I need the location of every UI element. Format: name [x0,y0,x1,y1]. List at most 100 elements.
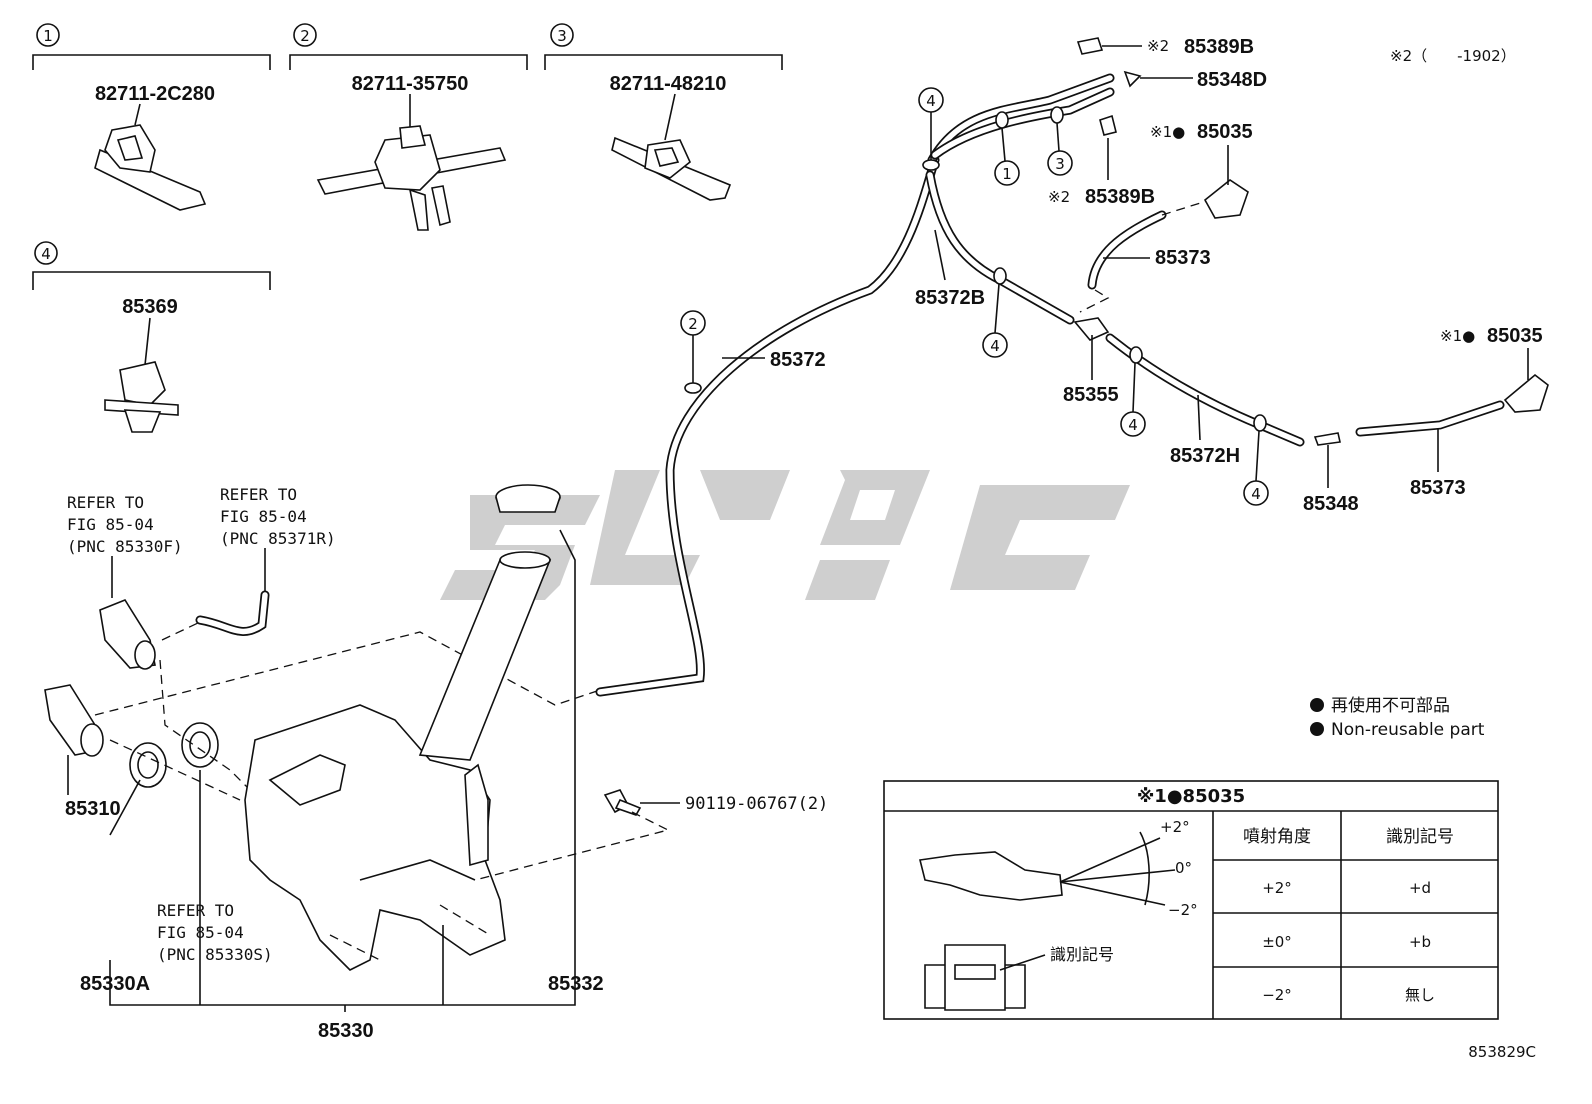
refer-note-85330S: REFER TO FIG 85-04 (PNC 85330S) [157,901,273,964]
part-number-85310: 85310 [65,798,121,820]
part-number-85330: 85330 [318,1020,374,1042]
table-cell-mark: +d [1409,879,1431,897]
refer-note-85371R: REFER TO FIG 85-04 (PNC 85371R) [220,485,336,592]
col-header-angle: 噴射角度 [1243,827,1311,847]
marker-x2-note: ※2（ -1902） [1390,47,1516,65]
cap-85389B-top-icon [1076,37,1104,55]
hose-85373-top-icon [1087,210,1167,290]
nozzle-85035-right-icon [1503,373,1549,413]
part-number-82711-48210: 82711-48210 [610,73,727,95]
part-number-85372B: 85372B [915,287,985,309]
part-number-85373-top: 85373 [1155,247,1211,269]
svg-text:2: 2 [688,315,698,333]
clip-group-3: 3 82711-48210 [544,23,783,201]
svg-text:(PNC 85371R): (PNC 85371R) [220,529,336,548]
hose-85372H-icon [1105,333,1305,447]
refer-note-85330F: REFER TO FIG 85-04 (PNC 85330F) [67,493,183,598]
callout-number: 1 [43,27,53,45]
bullet-icon [1310,722,1324,736]
part-number-82711-2C280: 82711-2C280 [95,83,215,105]
table-cell-mark: 無し [1405,986,1435,1004]
marker-x1-dot-right: ※1● [1440,327,1475,345]
part-number-85348D: 85348D [1197,69,1267,91]
svg-text:4: 4 [1251,485,1261,503]
legend: 再使用不可部品 Non-reusable part [1310,695,1485,740]
marker-x2: ※2 [1147,37,1169,55]
part-number-85332: 85332 [548,973,604,995]
grommet-85330S-icon [181,722,219,768]
svg-text:REFER TO: REFER TO [157,901,234,920]
cap-85389B-mid-icon [1099,114,1117,136]
part-number-82711-35750: 82711-35750 [352,73,469,95]
part-number-85373-right: 85373 [1410,477,1466,499]
pump-85330F-icon [99,599,156,670]
svg-text:REFER TO: REFER TO [220,485,297,504]
pump-85310-icon [44,684,104,757]
part-number-85348: 85348 [1303,493,1359,515]
marker-x2-mid: ※2 [1048,188,1070,206]
clip-85369-icon [104,361,179,433]
joint-85348D-icon [1123,70,1142,88]
table-title: ※1●85035 [1137,786,1245,807]
svg-text:REFER TO: REFER TO [67,493,144,512]
tank-cap-icon [495,484,561,513]
hose-85372-icon [595,155,940,697]
angle-label-plus2: +2° [1160,818,1190,836]
callout-circle-3 [550,23,574,47]
svg-text:4: 4 [926,92,936,110]
part-number-85389B-mid: 85389B [1085,186,1155,208]
svg-text:FIG 85-04: FIG 85-04 [67,515,154,534]
nozzle-spray-figure: +2° 0° −2° 識別記号 [919,818,1198,1011]
callout-circle-4 [34,241,58,265]
grommet-85330A-icon [129,742,167,788]
clip-group-2: 2 82711-35750 [289,23,528,231]
legend-jp: 再使用不可部品 [1331,695,1450,716]
table-cell-mark: +b [1409,933,1431,951]
part-number-85369: 85369 [122,296,178,318]
part-number-85389B-top: 85389B [1184,36,1254,58]
svg-text:(PNC 85330S): (PNC 85330S) [157,945,273,964]
diagram-code: 853829C [1468,1043,1536,1061]
callout-number: 3 [557,27,567,45]
nozzle-angle-table: ※1●85035 噴射角度 識別記号 +2° +d ±0° +b −2° 無し … [883,780,1499,1020]
svg-text:4: 4 [1128,416,1138,434]
svg-text:FIG 85-04: FIG 85-04 [220,507,307,526]
marker-x1-dot: ※1● [1150,123,1185,141]
bolt-90119-icon [603,789,642,816]
part-number-85330A: 85330A [80,973,150,995]
connector-85355-icon [1073,317,1110,341]
callout-number: 2 [300,27,310,45]
part-number-85372H: 85372H [1170,445,1240,467]
hose-upper-pair-icon [927,73,1115,165]
hose-clip-rings [684,106,1267,432]
svg-text:3: 3 [1055,155,1065,173]
table-cell-angle: −2° [1262,986,1292,1004]
svg-text:4: 4 [990,337,1000,355]
svg-text:1: 1 [1002,165,1012,183]
watermark-logo [440,470,1130,600]
part-number-85355: 85355 [1063,384,1119,406]
joint-85348-icon [1313,432,1341,446]
svg-text:(PNC 85330F): (PNC 85330F) [67,537,183,556]
bullet-icon [1310,698,1324,712]
washer-tank-icon [244,551,552,971]
part-number-85035-top: 85035 [1197,121,1253,143]
callout-circle-2 [293,23,317,47]
nozzle-85035-top-icon [1203,179,1249,219]
part-number-85372: 85372 [770,349,826,371]
hose-callout-circles: 4 1 3 2 4 4 4 [680,87,1269,506]
clip-82711-2C280-icon [94,124,207,211]
hose-85373-right-icon [1355,400,1505,437]
clip-82711-48210-icon [611,136,732,201]
angle-label-minus2: −2° [1168,901,1198,919]
legend-en: Non-reusable part [1331,720,1485,740]
callout-number: 4 [41,245,51,263]
table-cell-angle: ±0° [1262,933,1292,951]
clip-82711-35750-icon [316,125,507,231]
angle-label-zero: 0° [1175,859,1192,877]
clip-group-1: 1 82711-2C280 [32,23,271,211]
callout-circle-1 [36,23,60,47]
col-header-mark: 識別記号 [1386,827,1454,847]
hose-85371R-icon [195,590,270,636]
